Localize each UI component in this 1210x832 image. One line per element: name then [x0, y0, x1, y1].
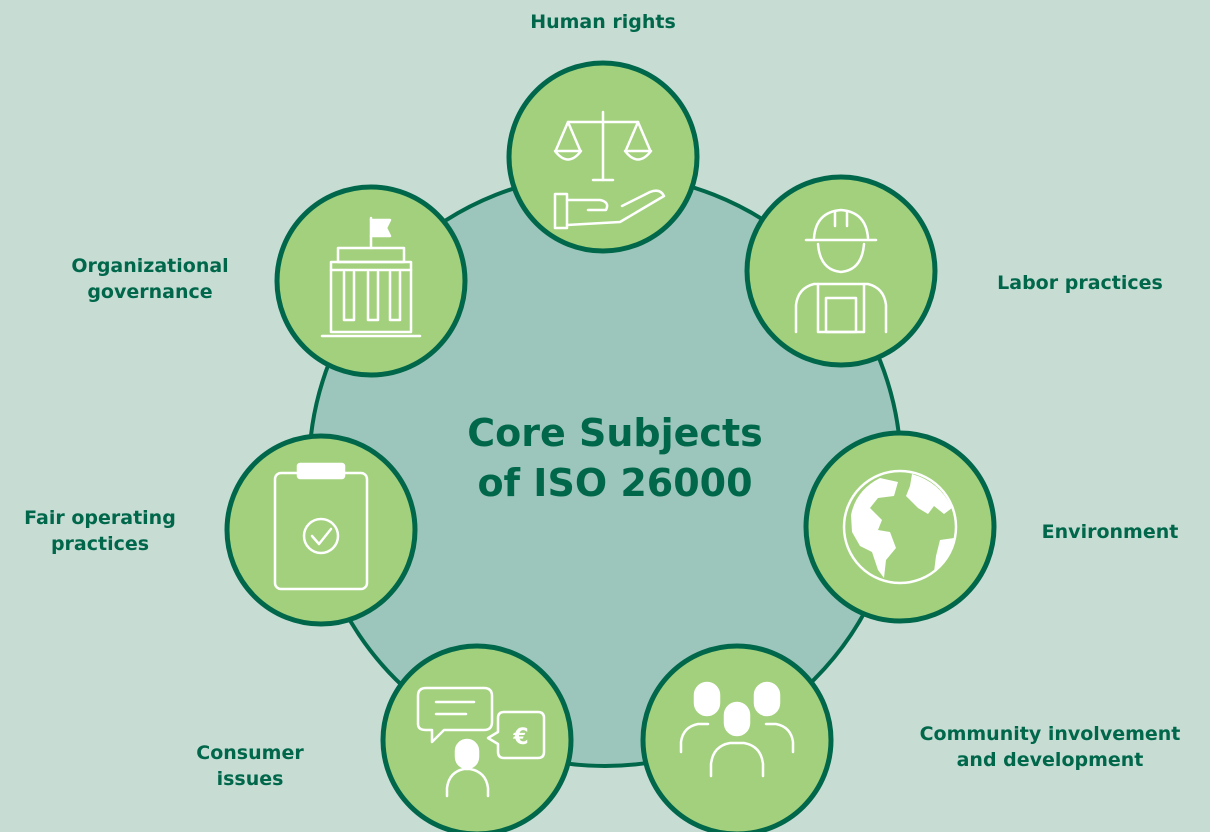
globe-icon — [842, 469, 958, 585]
center-title-line-2: of ISO 26000 — [477, 461, 753, 505]
label-community: Community involvement and development — [919, 723, 1181, 771]
center-title: Core Subjects of ISO 26000 — [405, 408, 825, 508]
worker-hardhat-icon — [794, 208, 888, 334]
clipboard-check-icon — [273, 462, 369, 591]
consumer-chat-euro-icon — [416, 686, 546, 798]
node-environment — [803, 430, 997, 624]
label-fair-operating: Fair operating practices — [24, 507, 176, 555]
label-consumer: Consumer issues — [196, 742, 304, 790]
label-governance: Organizational governance — [71, 255, 229, 303]
building-flag-icon — [320, 216, 422, 338]
node-fair-operating — [224, 433, 418, 627]
node-consumer: € — [380, 643, 574, 832]
label-environment: Environment — [1041, 521, 1179, 543]
node-governance — [274, 184, 468, 378]
node-community — [640, 643, 834, 832]
node-human-rights — [506, 60, 700, 254]
euro-symbol: € — [512, 725, 528, 750]
people-group-icon — [679, 681, 795, 778]
center-title-line-1: Core Subjects — [467, 411, 763, 455]
label-labor-practices: Labor practices — [997, 272, 1163, 294]
node-labor-practices — [744, 174, 938, 368]
scales-hand-icon — [553, 110, 666, 230]
label-human-rights: Human rights — [530, 11, 676, 33]
